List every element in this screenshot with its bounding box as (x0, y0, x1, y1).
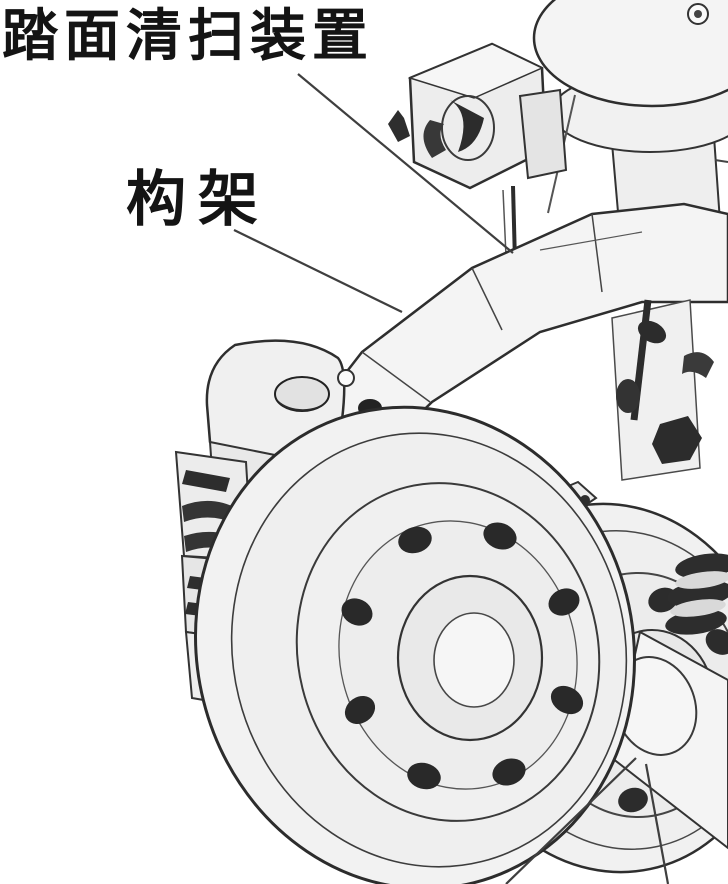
label-frame: 构架 (126, 166, 270, 233)
leader-line-frame (233, 229, 403, 313)
leader-line-bottom-left (505, 757, 637, 884)
label-tread-cleaning-device: 踏面清扫装置 (2, 4, 374, 67)
leader-line-bottom-right (644, 763, 670, 884)
front-wheel (194, 405, 636, 884)
coil-spring (665, 553, 728, 635)
front-hub-bolts (341, 522, 584, 790)
leader-lines (233, 73, 670, 884)
tread-cleaning-device (388, 42, 568, 263)
bolt-icon (337, 369, 355, 387)
axle (610, 630, 728, 850)
leader-line-tread-cleaner (297, 73, 514, 254)
